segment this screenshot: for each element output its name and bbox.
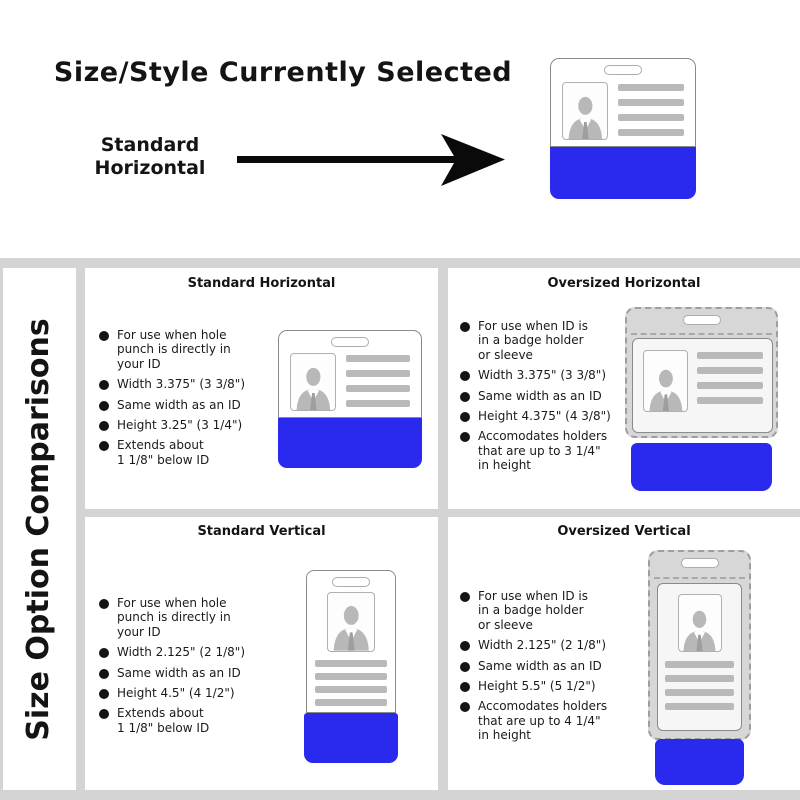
slot-punch-icon — [682, 315, 721, 325]
list-item: Height 4.5" (4 1/2") — [99, 686, 284, 700]
person-photo-icon — [290, 353, 336, 411]
bullet-icon — [460, 702, 470, 713]
list-item: Height 4.375" (4 3/8") — [460, 409, 660, 423]
bullet-icon — [99, 709, 109, 720]
bullet-icon — [460, 432, 470, 443]
divider-left-edge — [0, 258, 3, 800]
bullet-icon — [460, 592, 470, 602]
bullet-icon — [460, 322, 470, 332]
list-item: Width 3.375" (3 3/8") — [99, 377, 284, 391]
slot-punch-icon — [331, 337, 369, 347]
holder-stitch-line — [654, 577, 745, 579]
right-arrow-icon — [237, 134, 505, 186]
feature-list-oversized-vertical: For use when ID is in a badge holder or … — [460, 589, 665, 749]
badge-extension — [550, 147, 696, 199]
quadrant-title-oversized-horizontal: Oversized Horizontal — [547, 276, 701, 291]
quadrant-title-oversized-vertical: Oversized Vertical — [557, 524, 691, 539]
divider-top — [0, 258, 800, 268]
list-item: Same width as an ID — [99, 666, 284, 680]
id-card — [657, 583, 742, 731]
person-photo-icon — [643, 350, 688, 412]
text-lines-placeholder — [665, 661, 734, 717]
slot-punch-icon — [680, 558, 719, 568]
quadrant-title-standard-horizontal: Standard Horizontal — [187, 276, 336, 291]
badge-extension — [655, 739, 744, 785]
holder-stitch-line — [631, 333, 772, 335]
bullet-icon — [460, 681, 470, 692]
bullet-icon — [460, 641, 470, 652]
bullet-icon — [99, 441, 109, 452]
bullet-icon — [460, 391, 470, 402]
badge-holder-vertical-illustration — [648, 550, 751, 740]
card-content — [551, 59, 695, 144]
list-item: Width 2.125" (2 1/8") — [99, 645, 284, 659]
id-card — [278, 330, 422, 418]
list-item: Accomodates holders that are up to 4 1/4… — [460, 699, 665, 742]
person-photo-icon — [562, 82, 608, 140]
id-card — [550, 58, 696, 147]
bullet-icon — [99, 331, 109, 341]
text-lines-placeholder — [315, 660, 387, 712]
bullet-icon — [99, 668, 109, 679]
bullet-icon — [99, 599, 109, 609]
text-lines-placeholder — [618, 82, 684, 144]
list-item: Accomodates holders that are up to 3 1/4… — [460, 429, 660, 472]
bullet-icon — [99, 400, 109, 411]
list-item: For use when hole punch is directly in y… — [99, 328, 284, 371]
list-item: Extends about 1 1/8" below ID — [99, 706, 284, 735]
bullet-icon — [99, 380, 109, 391]
badge-extension — [278, 418, 422, 468]
badge-extension — [631, 443, 772, 491]
card-content — [633, 339, 772, 412]
bullet-icon — [99, 420, 109, 431]
list-item: For use when ID is in a badge holder or … — [460, 589, 665, 632]
list-item: Same width as an ID — [460, 659, 665, 673]
divider-vertical-sidebar — [76, 268, 85, 790]
quadrant-title-standard-vertical: Standard Vertical — [197, 524, 326, 539]
list-item: Extends about 1 1/8" below ID — [99, 438, 284, 467]
id-card — [306, 570, 396, 713]
list-item: Width 2.125" (2 1/8") — [460, 638, 665, 652]
list-item: For use when ID is in a badge holder or … — [460, 319, 660, 362]
list-item: Same width as an ID — [460, 389, 660, 403]
list-item: Height 3.25" (3 1/4") — [99, 418, 284, 432]
slot-punch-icon — [332, 577, 370, 587]
sidebar: Size Option Comparisons — [0, 268, 76, 790]
card-content — [658, 584, 741, 717]
badge-extension — [304, 713, 398, 763]
sidebar-title: Size Option Comparisons — [20, 317, 56, 741]
slot-punch-icon — [604, 65, 642, 75]
text-lines-placeholder — [346, 353, 410, 415]
bullet-icon — [460, 371, 470, 382]
bullet-icon — [460, 661, 470, 672]
badge-standard-horizontal-preview — [550, 58, 696, 199]
id-card — [632, 338, 773, 433]
feature-list-standard-horizontal: For use when hole punch is directly in y… — [99, 328, 284, 473]
list-item: For use when hole punch is directly in y… — [99, 596, 284, 639]
selected-style-line1: Standard — [100, 134, 200, 156]
divider-bottom — [0, 790, 800, 800]
page-title: Size/Style Currently Selected — [53, 57, 513, 88]
person-photo-icon — [677, 594, 722, 652]
bullet-icon — [460, 411, 470, 422]
selected-style-label: Standard Horizontal — [55, 134, 245, 180]
text-lines-placeholder — [697, 350, 763, 412]
badge-standard-vertical-illustration — [304, 570, 398, 763]
list-item: Height 5.5" (5 1/2") — [460, 679, 665, 693]
badge-holder-horizontal-illustration — [625, 307, 778, 438]
list-item: Width 3.375" (3 3/8") — [460, 368, 660, 382]
badge-standard-horizontal-illustration — [278, 330, 422, 468]
bullet-icon — [99, 688, 109, 699]
person-photo-icon — [327, 592, 375, 652]
feature-list-standard-vertical: For use when hole punch is directly in y… — [99, 596, 284, 741]
list-item: Same width as an ID — [99, 398, 284, 412]
card-content — [279, 331, 421, 415]
divider-vertical-center — [438, 268, 448, 790]
card-content — [307, 571, 395, 712]
bullet-icon — [99, 648, 109, 659]
selected-style-line2: Horizontal — [94, 156, 206, 179]
feature-list-oversized-horizontal: For use when ID is in a badge holder or … — [460, 319, 660, 479]
